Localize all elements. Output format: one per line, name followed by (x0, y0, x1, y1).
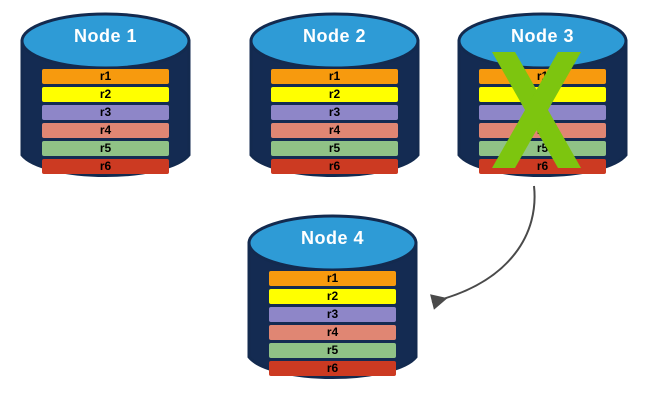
row-r5[interactable]: r5 (269, 343, 396, 358)
arrow-line (430, 185, 536, 310)
row-r2[interactable]: r2 (269, 289, 396, 304)
row-r6[interactable]: r6 (42, 159, 169, 174)
row-r2[interactable]: r2 (42, 87, 169, 102)
row-r4[interactable]: r4 (271, 123, 398, 138)
row-r1[interactable]: r1 (269, 271, 396, 286)
node-2-rows: r1 r2 r3 r4 r5 r6 (271, 69, 398, 174)
node-1-rows: r1 r2 r3 r4 r5 r6 (42, 69, 169, 174)
row-r6[interactable]: r6 (271, 159, 398, 174)
row-r4[interactable]: r4 (269, 325, 396, 340)
row-r1[interactable]: r1 (271, 69, 398, 84)
node-4-cylinder[interactable]: Node 4 r1 r2 r3 r4 r5 r6 (245, 210, 420, 390)
node-2-cylinder[interactable]: Node 2 r1 r2 r3 r4 r5 r6 (247, 8, 422, 188)
row-r3[interactable]: r3 (271, 105, 398, 120)
node-1-cylinder[interactable]: Node 1 r1 r2 r3 r4 r5 r6 (18, 8, 193, 188)
row-r5[interactable]: r5 (42, 141, 169, 156)
row-r5[interactable]: r5 (271, 141, 398, 156)
row-r1[interactable]: r1 (42, 69, 169, 84)
row-r3[interactable]: r3 (42, 105, 169, 120)
row-r4[interactable]: r4 (42, 123, 169, 138)
row-r2[interactable]: r2 (271, 87, 398, 102)
node-4-rows: r1 r2 r3 r4 r5 r6 (269, 271, 396, 376)
row-r6[interactable]: r6 (269, 361, 396, 376)
row-r3[interactable]: r3 (269, 307, 396, 322)
